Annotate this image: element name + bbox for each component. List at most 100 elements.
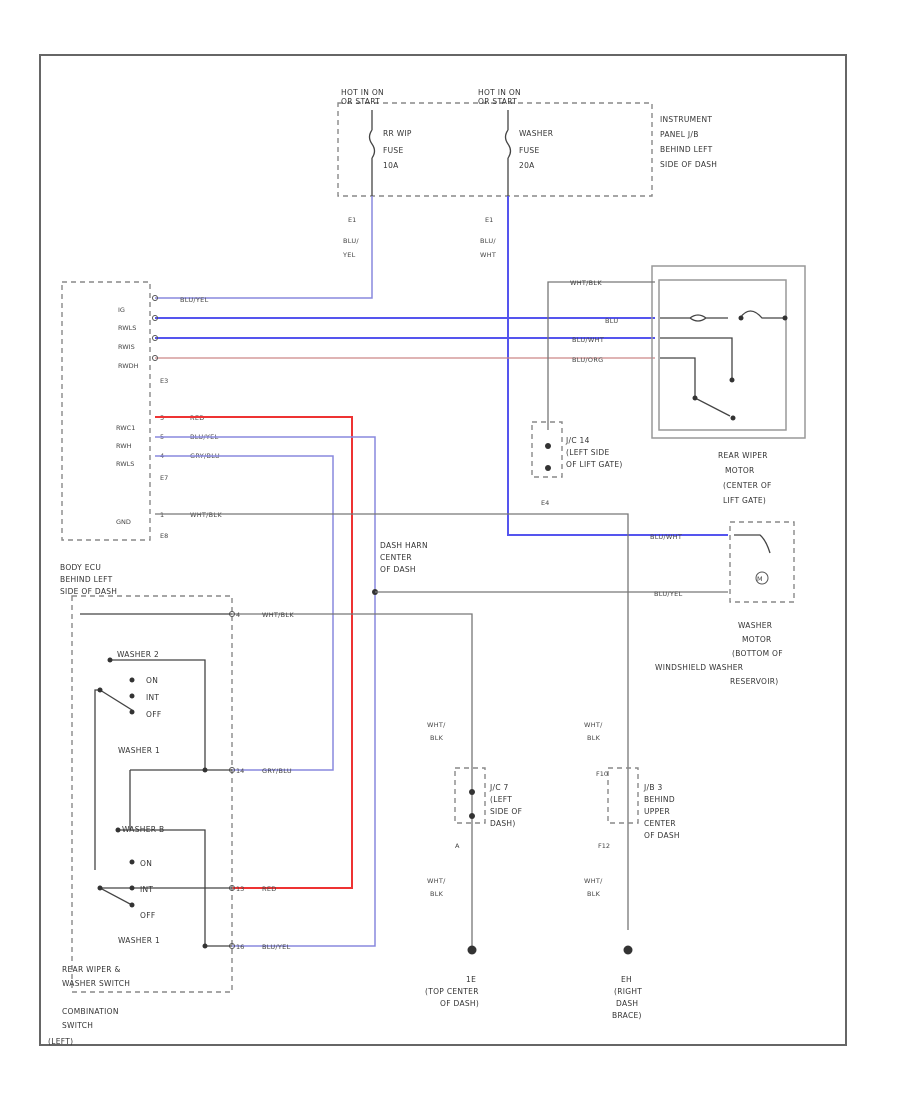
svg-text:RWLS: RWLS (118, 324, 136, 332)
svg-text:1E: 1E (466, 975, 476, 984)
svg-text:(LEFT): (LEFT) (48, 1037, 73, 1046)
svg-text:RWH: RWH (116, 442, 132, 450)
jc14-label: J/C 14 (LEFT SIDE OF LIFT GATE) (565, 436, 623, 469)
svg-text:CENTER: CENTER (644, 819, 676, 828)
svg-text:E7: E7 (160, 474, 168, 482)
svg-text:BLU/WHT: BLU/WHT (572, 336, 604, 344)
switch-contact-dots (97, 657, 208, 949)
washer-fuse-icon (504, 110, 512, 196)
svg-text:(LEFT SIDE: (LEFT SIDE (566, 448, 609, 457)
svg-text:MOTOR: MOTOR (725, 466, 755, 475)
svg-text:EH: EH (621, 975, 632, 984)
body-ecu-box (61, 281, 151, 541)
body-ecu-label: BODY ECU BEHIND LEFT SIDE OF DASH (60, 563, 117, 596)
svg-text:CENTER: CENTER (380, 553, 412, 562)
svg-text:BRACE): BRACE) (612, 1011, 642, 1020)
wire-blu-wht-from-fuse (507, 196, 728, 536)
ground-left-label: 1E (TOP CENTER OF DASH) (425, 975, 479, 1008)
svg-text:BLK: BLK (430, 890, 444, 898)
svg-text:OFF: OFF (146, 710, 161, 719)
svg-text:BLU/: BLU/ (480, 237, 496, 245)
svg-text:HOT IN ON: HOT IN ON (341, 88, 384, 97)
svg-text:RWLS: RWLS (116, 460, 134, 468)
ground-left-icon (467, 945, 477, 955)
svg-text:LIFT GATE): LIFT GATE) (723, 496, 766, 505)
jc14-box (531, 421, 563, 478)
svg-text:REAR WIPER &: REAR WIPER & (62, 965, 121, 974)
body-ecu-pin-labels: IG RWLS RWIS RWDH E3 RWC1 RWH RWLS E7 GN… (116, 306, 168, 540)
svg-text:COMBINATION: COMBINATION (62, 1007, 119, 1016)
washer-motor-wire-labels: BLU/WHT BLU/YEL (650, 533, 683, 598)
svg-text:OR START: OR START (478, 97, 517, 106)
wire-gry-blu-to-switch (155, 455, 334, 771)
svg-text:BODY ECU: BODY ECU (60, 563, 101, 572)
svg-text:DASH HARN: DASH HARN (380, 541, 428, 550)
svg-text:SIDE OF DASH: SIDE OF DASH (60, 587, 117, 596)
washer-motor-switch-icon (734, 534, 771, 554)
svg-text:BLU/WHT: BLU/WHT (650, 533, 682, 541)
svg-text:RESERVOIR): RESERVOIR) (730, 677, 779, 686)
rr-wip-fuse-icon (368, 110, 376, 196)
connector-e1-left: E1 (348, 216, 356, 224)
wire-blu-yel-vertical-label: BLU/ YEL (342, 237, 359, 259)
svg-text:20A: 20A (519, 161, 535, 170)
svg-text:BLK: BLK (587, 890, 601, 898)
svg-text:OF DASH): OF DASH) (440, 999, 479, 1008)
svg-text:REAR WIPER: REAR WIPER (718, 451, 768, 460)
svg-text:RED: RED (262, 885, 277, 893)
svg-text:BLU/: BLU/ (343, 237, 359, 245)
rear-wiper-motor-box-inner (658, 279, 787, 431)
svg-text:WASHER: WASHER (519, 129, 553, 138)
svg-text:FUSE: FUSE (383, 146, 404, 155)
svg-text:J/B 3: J/B 3 (643, 783, 663, 792)
svg-text:RR WIP: RR WIP (383, 129, 412, 138)
wire-wht-blk-motor (547, 281, 655, 430)
svg-text:ON: ON (140, 859, 152, 868)
jb3-wire-labels: WHT/ BLK WHT/ BLK (584, 721, 603, 898)
svg-text:OF DASH: OF DASH (380, 565, 416, 574)
switch-contact-arms-icon (99, 689, 133, 906)
instrument-panel-jb-box (337, 102, 653, 197)
wire-label-wht-blk: WHT/BLK (190, 511, 222, 519)
svg-text:BLU/YEL: BLU/YEL (654, 590, 683, 598)
rear-wiper-motor-switch-icon (660, 310, 785, 417)
jb3-pin-f12: F12 (598, 842, 610, 850)
svg-text:WASHER: WASHER (738, 621, 772, 630)
svg-text:(LEFT: (LEFT (490, 795, 512, 804)
svg-text:BLU: BLU (605, 317, 618, 325)
svg-text:BLU/YEL: BLU/YEL (262, 943, 291, 951)
svg-text:4: 4 (236, 611, 240, 619)
body-ecu-connector-pins (152, 295, 158, 361)
svg-text:(RIGHT: (RIGHT (614, 987, 642, 996)
svg-text:OR START: OR START (341, 97, 380, 106)
combination-switch-label: REAR WIPER & WASHER SWITCH COMBINATION S… (48, 965, 130, 1046)
svg-text:WHT/BLK: WHT/BLK (570, 279, 602, 287)
switch-contact-labels: WASHER 2 ON INT OFF WASHER 1 WASHER B ON… (117, 650, 164, 945)
svg-text:E3: E3 (160, 377, 168, 385)
svg-text:13: 13 (236, 885, 244, 893)
washer-motor-box (729, 521, 795, 603)
washer-motor-label: WASHER MOTOR (BOTTOM OF WINDSHIELD WASHE… (655, 621, 783, 686)
svg-text:PANEL J/B: PANEL J/B (660, 130, 699, 139)
diagram-frame (39, 54, 847, 1046)
svg-text:M: M (757, 575, 763, 583)
svg-text:FUSE: FUSE (519, 146, 540, 155)
svg-text:E8: E8 (160, 532, 168, 540)
jb3-pin-f10: F10 (596, 770, 608, 778)
svg-text:RWC1: RWC1 (116, 424, 135, 432)
svg-text:DASH: DASH (616, 999, 638, 1008)
svg-text:WINDSHIELD WASHER: WINDSHIELD WASHER (655, 663, 743, 672)
svg-text:WHT/BLK: WHT/BLK (262, 611, 294, 619)
svg-text:ON: ON (146, 676, 158, 685)
svg-text:GRY/BLU: GRY/BLU (262, 767, 292, 775)
dash-harn-label: DASH HARN CENTER OF DASH (380, 541, 428, 574)
wire-blu-yel-to-switch (155, 436, 376, 947)
ground-right-label: EH (RIGHT DASH BRACE) (612, 975, 642, 1020)
jc7-label: J/C 7 (LEFT SIDE OF DASH) (489, 783, 522, 828)
motor-wire-labels: WHT/BLK BLU BLU/WHT BLU/ORG (570, 279, 618, 364)
ecu-pin-num-4: 1 (160, 511, 164, 519)
svg-text:WASHER SWITCH: WASHER SWITCH (62, 979, 130, 988)
svg-text:GND: GND (116, 518, 131, 526)
svg-text:OF LIFT GATE): OF LIFT GATE) (566, 460, 623, 469)
